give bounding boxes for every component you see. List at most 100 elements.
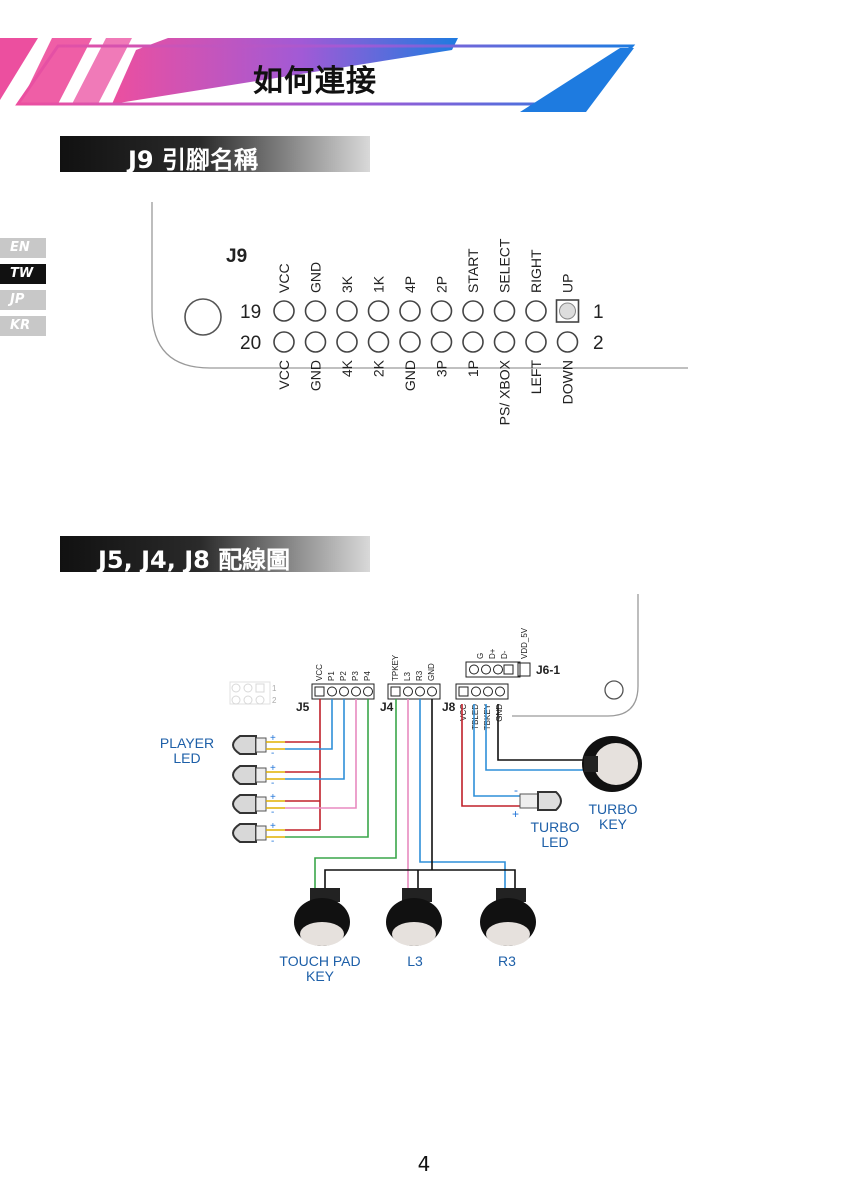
wire-p3 — [285, 699, 357, 809]
j8-label: J8 — [442, 700, 456, 714]
wire-tbkey — [485, 704, 588, 771]
wire-p2 — [285, 699, 345, 780]
player-led-icon — [232, 765, 257, 785]
j9-bottom-pin-label: 2K — [371, 359, 387, 377]
player-led-label-line1: PLAYER — [160, 735, 214, 751]
touch-pad-label-line1: TOUCH PAD — [279, 953, 360, 969]
j4-label: J4 — [380, 700, 394, 714]
wire-p1 — [285, 699, 333, 750]
banner-right-stripe — [520, 48, 634, 112]
j9-pin-bottom — [556, 331, 579, 353]
r3-button-icon — [480, 888, 536, 946]
wire-tbgnd — [497, 704, 588, 761]
mounting-hole — [184, 298, 222, 336]
led-minus-mark: - — [271, 807, 274, 818]
j4-connector — [387, 683, 441, 700]
j9-connector-label: J9 — [226, 246, 247, 267]
turbo-led-icon — [519, 791, 562, 811]
wiring-mounting-hole — [604, 680, 624, 700]
j5-pin-p2: P2 — [339, 671, 348, 681]
row-label-19: 19 — [240, 302, 261, 323]
j5-pin-vcc: VCC — [315, 664, 324, 681]
unused-header — [229, 681, 271, 705]
j9-pin-bottom — [304, 331, 327, 353]
j6-1-pin-dplus: D+ — [488, 648, 497, 659]
j9-pin-top — [367, 300, 390, 322]
wire-gnd-buttons — [324, 699, 516, 890]
j5-pin-p3: P3 — [351, 671, 360, 681]
section-heading-j9-text: J9 引腳名稱 — [128, 146, 258, 174]
board-outline — [151, 202, 688, 369]
j9-top-pin-label: SELECT — [497, 238, 513, 293]
language-tab-kr[interactable]: KR — [0, 316, 46, 336]
wiring-diagram: 1 2 VCC P1 P2 P3 P4 J5 TPKEY L3 R3 GND J… — [160, 594, 642, 984]
j5-pin-p1: P1 — [327, 671, 336, 681]
j9-top-pin-label: 3K — [339, 275, 355, 293]
j8-pin-tbled: TBLED — [471, 704, 480, 730]
j9-pin-top — [493, 300, 516, 322]
j4-pin-l3: L3 — [403, 672, 412, 681]
led-minus-mark: - — [271, 778, 274, 789]
r3-label: R3 — [498, 953, 516, 969]
j9-bottom-pin-label: 4K — [339, 359, 355, 377]
wire-tpkey — [314, 699, 397, 890]
wire-p4 — [285, 699, 369, 838]
j9-top-pin-label: 1K — [371, 275, 387, 293]
turbo-key-label-line2: KEY — [599, 816, 628, 832]
player-led-label-line2: LED — [173, 750, 200, 766]
header-mark-1: 1 — [272, 684, 277, 693]
j9-pin-top — [462, 300, 484, 322]
j5-pin-p4: P4 — [363, 671, 372, 681]
j9-top-pin-label: GND — [308, 262, 324, 293]
j5-label: J5 — [296, 700, 310, 714]
turbo-led-plus: + — [512, 807, 519, 821]
j6-1-pin-dminus: D- — [500, 650, 509, 659]
row-label-1: 1 — [593, 302, 604, 323]
section-heading-wiring: J5, J4, J8 配線圖 — [60, 536, 370, 574]
language-tab-en[interactable]: EN — [0, 238, 46, 258]
j8-connector — [455, 683, 509, 700]
led-plus-mark: + — [270, 821, 276, 832]
j9-bottom-pin-label: 1P — [465, 360, 481, 377]
wire-tbvcc — [461, 704, 520, 807]
l3-button-icon — [386, 888, 442, 946]
turbo-key-button-icon — [582, 736, 642, 792]
player-led-icon — [232, 794, 257, 814]
j4-pin-r3: R3 — [415, 670, 424, 681]
page-number: 4 — [417, 1152, 431, 1176]
language-tab-jp[interactable]: JP — [0, 290, 46, 310]
j9-top-pin-label: UP — [560, 274, 576, 293]
player-led-icon — [232, 823, 257, 843]
section-heading-wiring-text: J5, J4, J8 配線圖 — [98, 546, 291, 574]
led-minus-mark: - — [271, 748, 274, 759]
j9-bottom-pin-label: LEFT — [528, 360, 544, 395]
j9-pin-bottom — [525, 331, 547, 353]
j9-top-pin-label: RIGHT — [528, 249, 544, 293]
j9-pin-bottom — [462, 331, 484, 353]
j9-pin-top — [304, 300, 327, 322]
j9-top-pin-label: START — [465, 248, 481, 293]
j6-1-pin-vdd: VDD_5V — [520, 627, 529, 659]
j8-pin-tbkey: TBKEY — [483, 703, 492, 730]
j9-bottom-pin-label: GND — [308, 360, 324, 391]
j9-pin-top — [336, 300, 358, 322]
j6-1-pin-g: G — [476, 653, 485, 659]
j4-pin-gnd: GND — [427, 663, 436, 681]
led-plus-mark: + — [270, 763, 276, 774]
j9-top-pin-label: VCC — [276, 263, 292, 293]
j9-pin-bottom — [336, 331, 358, 353]
wire-tbled — [473, 704, 520, 797]
j9-pin-bottom — [399, 331, 421, 353]
page-title: 如何連接 — [253, 64, 377, 99]
j9-pin-top — [273, 300, 295, 322]
j5-connector — [311, 683, 375, 700]
header-banner — [0, 38, 636, 112]
j9-bottom-pin-label: PS/ XBOX — [497, 359, 513, 425]
language-tab-tw[interactable]: TW — [0, 264, 46, 284]
j9-bottom-pin-label: VCC — [276, 360, 292, 390]
player-led-icon — [232, 735, 257, 755]
j6-1-label: J6-1 — [536, 663, 560, 677]
j9-top-pin-label: 4P — [402, 276, 418, 293]
led-minus-mark: - — [271, 836, 274, 847]
j9-bottom-pin-label: 3P — [434, 360, 450, 377]
